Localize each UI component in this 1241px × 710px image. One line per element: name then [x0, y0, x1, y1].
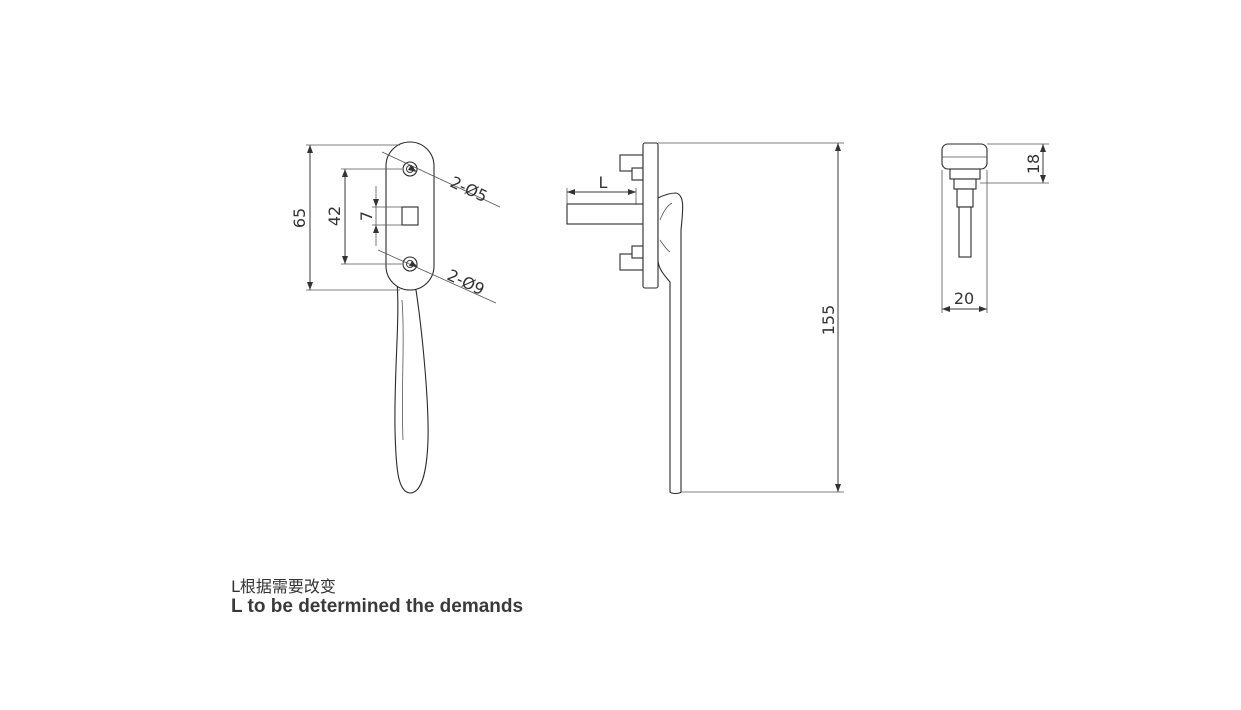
end-stem	[956, 188, 974, 208]
side-spindle	[566, 203, 645, 225]
front-handle-lever	[394, 281, 429, 494]
note-english: L to be determined the demands	[231, 596, 524, 617]
note-chinese: L根据需要改变	[231, 577, 336, 596]
dim-L-label: L	[599, 173, 608, 192]
front-square-stem	[401, 206, 419, 226]
end-view: 18 20	[941, 143, 1049, 313]
hole-large-label: 2-Ø9	[444, 265, 487, 299]
front-view: 65 42 7 2-Ø5 2-Ø9	[290, 141, 501, 494]
side-lever	[657, 192, 684, 495]
dim-42-label: 42	[325, 206, 344, 226]
hole-small-label: 2-Ø5	[447, 172, 490, 206]
dim-155-label: 155	[819, 305, 838, 336]
dim-7-label: 7	[357, 211, 376, 221]
side-base-plate	[642, 142, 659, 289]
dim-65-label: 65	[290, 208, 309, 228]
front-handle-edge	[401, 299, 404, 441]
side-view: L 155	[566, 142, 844, 495]
dim-20-label: 20	[954, 289, 974, 308]
end-cap	[941, 143, 988, 170]
dim-18-label: 18	[1024, 154, 1043, 174]
